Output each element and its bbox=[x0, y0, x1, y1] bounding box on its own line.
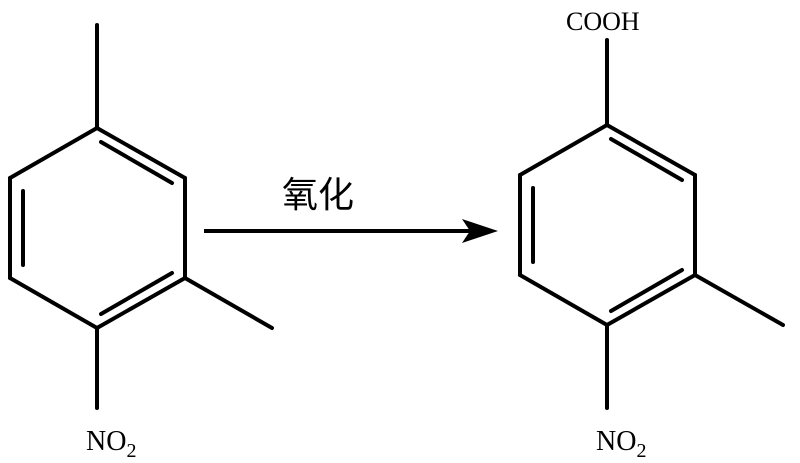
product-nitro-subscript: 2 bbox=[636, 440, 646, 462]
reaction-arrow: 氧化 bbox=[204, 175, 498, 243]
reactant-ring-bond bbox=[95, 276, 187, 330]
reaction-condition-label: 氧化 bbox=[282, 175, 354, 216]
product-nitro-label: NO2 bbox=[596, 426, 646, 462]
product-ring-bond bbox=[518, 273, 609, 327]
product-double-bond bbox=[609, 268, 684, 313]
product-double-bond bbox=[609, 137, 684, 182]
product-carboxyl-label: COOH bbox=[566, 7, 640, 36]
product-molecule: COOH NO2 bbox=[518, 7, 785, 462]
product-ring-bond bbox=[518, 123, 609, 177]
product-ring-bond bbox=[605, 273, 697, 327]
reactant-methyl-right-bond bbox=[183, 276, 274, 330]
reactant-nitro-main: NO bbox=[86, 426, 126, 457]
reactant-ring-bond bbox=[95, 126, 187, 180]
reactant-double-bond bbox=[99, 140, 174, 185]
arrow-head bbox=[462, 219, 498, 243]
reactant-molecule: NO2 bbox=[8, 23, 274, 462]
reactant-double-bond bbox=[99, 271, 174, 316]
product-ring-bond bbox=[605, 123, 697, 177]
product-nitro-main: NO bbox=[596, 426, 636, 457]
product-methyl-bond bbox=[693, 273, 785, 327]
reactant-nitro-subscript: 2 bbox=[126, 440, 136, 462]
reactant-ring-bond bbox=[8, 126, 99, 180]
reactant-nitro-label: NO2 bbox=[86, 426, 136, 462]
reactant-ring-bond bbox=[8, 276, 99, 330]
